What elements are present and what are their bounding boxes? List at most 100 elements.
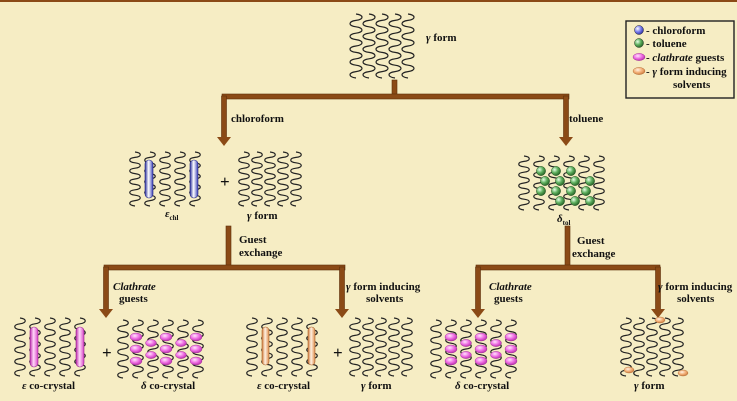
bottom-label-gamma-form-1: γ form xyxy=(361,380,392,392)
legend-toluene-label: - toluene xyxy=(646,38,687,50)
arrow-left-gamma-shaft xyxy=(339,266,345,312)
clathrate-egg-left-2 xyxy=(129,344,143,354)
bottom-eps-1-helix-4 xyxy=(59,317,71,377)
clathrate-egg-inner-7 xyxy=(460,351,472,359)
gamma-inducing-legend-marker xyxy=(632,67,646,75)
legend-chloroform-label: - chloroform xyxy=(646,25,705,37)
branch-arrows xyxy=(99,79,665,318)
arrow-right-gamma-head xyxy=(651,309,665,318)
clathrate-egg-right-9 xyxy=(504,356,518,366)
toluene-guest-2-3 xyxy=(570,196,580,206)
toluene-guest-2-2 xyxy=(566,186,576,196)
bottom-delta-1-helix-5 xyxy=(177,319,189,379)
clathrate-egg-right-6 xyxy=(474,356,488,366)
legend: - chloroform - toluene - clathrate guest… xyxy=(625,20,735,99)
clathrate-egg-right-8 xyxy=(504,344,518,354)
clathrate-guests-left-line1: Clathrate xyxy=(113,281,156,293)
delta-tol-label: δtol xyxy=(557,213,570,227)
gamma-solvent-egg-3 xyxy=(677,369,689,377)
arrow-left-gamma-head xyxy=(335,309,349,318)
toluene-guest-0-2 xyxy=(536,186,546,196)
clathrate-egg-inner-5 xyxy=(460,339,472,347)
toluene-guest-1-2 xyxy=(551,186,561,196)
clathrate-guests-right-line1: Clathrate xyxy=(489,281,532,293)
toluene-guest-3-2 xyxy=(581,186,591,196)
toluene-guest-1-1 xyxy=(555,176,565,186)
guest-exchange-right-line1: Guest xyxy=(577,235,605,247)
gamma-inducing-right-line1: γ form inducing xyxy=(658,281,733,293)
top-border xyxy=(0,0,737,2)
toluene-branch-label: toluene xyxy=(569,113,603,125)
helix-groups xyxy=(14,13,684,379)
bottom-gamma-2-helix-1 xyxy=(620,317,632,377)
bottom-gamma-2-helix-2 xyxy=(633,317,645,377)
delta-tol-helix-6 xyxy=(593,155,605,211)
clathrate-egg-left-5 xyxy=(159,344,173,354)
chloroform-branch-label: chloroform xyxy=(231,113,284,125)
clathrate-egg-right-7 xyxy=(504,332,518,342)
arrow-right-clathrate-head xyxy=(471,309,485,318)
clathrate-egg-left-1 xyxy=(129,332,143,342)
top-gamma-helix-1 xyxy=(349,13,363,79)
top-gamma-form-label: γ form xyxy=(426,32,457,44)
plus-sign-bottom-left: + xyxy=(102,343,112,362)
toluene-legend-marker xyxy=(634,38,644,48)
bottom-label-delta-co-crystal-1: δ co-crystal xyxy=(141,380,195,392)
guest-molecules xyxy=(29,159,689,377)
toluene-guest-2-0 xyxy=(566,166,576,176)
clathrate-egg-right-5 xyxy=(474,344,488,354)
bottom-delta-2-helix-5 xyxy=(490,319,502,379)
bottom-eps-1-helix-1 xyxy=(14,317,26,377)
mid-gamma-helix-3 xyxy=(264,151,276,207)
clathrate-egg-inner-4 xyxy=(175,351,187,359)
toluene-guest-3-3 xyxy=(585,196,595,206)
bottom-eps-2-helix-4 xyxy=(291,317,303,377)
clathrate-egg-inner-8 xyxy=(490,351,502,359)
eps-chl-helix-1 xyxy=(129,151,141,207)
bottom-gamma-2-helix-4 xyxy=(659,317,671,377)
toluene-guest-0-0 xyxy=(536,166,546,176)
delta-tol-helix-2 xyxy=(533,155,545,211)
delta-tol-helix-1 xyxy=(518,155,530,211)
arrow-left-clathrate-shaft xyxy=(103,266,109,312)
clathrate-egg-inner-1 xyxy=(145,339,157,347)
right-branch-bar xyxy=(475,264,661,271)
arrow-chloroform-shaft xyxy=(221,95,227,140)
clathrate-guests-right-line2: guests xyxy=(494,293,523,305)
bottom-label-epsilon-co-crystal-1: ε co-crystal xyxy=(22,380,75,392)
eps-chl-helix-3 xyxy=(159,151,171,207)
mid-gamma-helix-4 xyxy=(277,151,289,207)
plus-sign-middle: + xyxy=(220,172,230,191)
clathrate-egg-inner-2 xyxy=(175,339,187,347)
clathrate-egg-left-7 xyxy=(189,332,203,342)
bottom-label-epsilon-co-crystal-2: ε co-crystal xyxy=(257,380,310,392)
bottom-gamma-2-helix-5 xyxy=(672,317,684,377)
clathrate-egg-right-4 xyxy=(474,332,488,342)
gamma-solvent-capsule-2 xyxy=(307,326,316,366)
arrow-chloroform-head xyxy=(217,137,231,146)
bottom-eps-1-helix-3 xyxy=(44,317,56,377)
clathrate-egg-left-4 xyxy=(159,332,173,342)
bottom-gamma-1-helix-4 xyxy=(388,317,400,377)
gamma-solvent-egg-1 xyxy=(654,316,666,324)
plus-sign-bottom-middle: + xyxy=(333,343,343,362)
arrow-left-clathrate-head xyxy=(99,309,113,318)
clathrate-guests-left-line2: guests xyxy=(119,293,148,305)
clathrate-legend-marker xyxy=(632,53,646,61)
top-gamma-helix-2 xyxy=(362,13,376,79)
gamma-solvent-egg-2 xyxy=(623,366,635,374)
toluene-guest-3-1 xyxy=(585,176,595,186)
epsilon-chl-label: εchl xyxy=(165,208,179,222)
bottom-delta-1-helix-1 xyxy=(117,319,129,379)
clathrate-egg-left-8 xyxy=(189,344,203,354)
bottom-label-delta-co-crystal-2: δ co-crystal xyxy=(455,380,509,392)
top-gamma-helix-4 xyxy=(388,13,402,79)
clathrate-egg-right-2 xyxy=(444,344,458,354)
clathrate-capsule-2 xyxy=(75,326,85,368)
bottom-gamma-1-helix-1 xyxy=(349,317,361,377)
bottom-gamma-1-helix-2 xyxy=(362,317,374,377)
guest-exchange-right-line2: exchange xyxy=(572,248,616,260)
chloroform-legend-marker xyxy=(634,25,644,35)
